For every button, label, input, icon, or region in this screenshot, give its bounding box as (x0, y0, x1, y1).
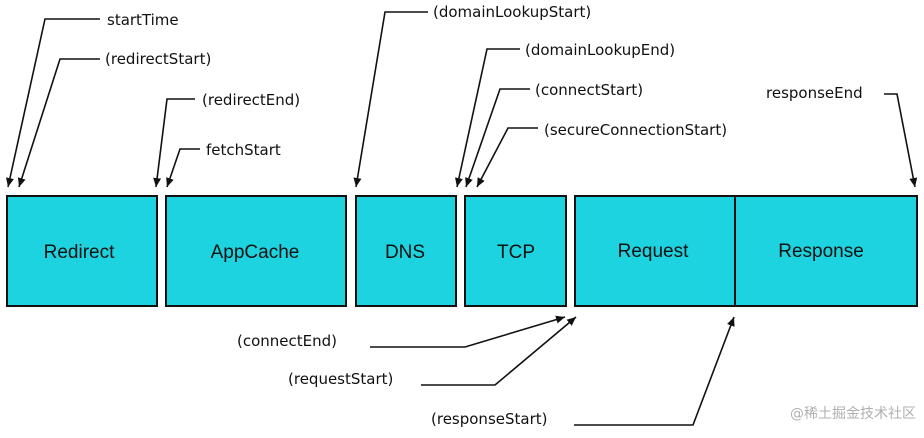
arrow-responsestart (574, 316, 735, 426)
event-label-requeststart: (requestStart) (288, 370, 393, 388)
arrow-connectend (370, 315, 566, 348)
dns-box (355, 195, 457, 307)
arrow-responseend (884, 93, 918, 188)
event-label-starttime: startTime (107, 11, 179, 29)
event-label-secureconnectionstart: (secureConnectionStart) (544, 121, 727, 139)
event-label-connectstart: (connectStart) (535, 81, 643, 99)
arrow-domainlookupstart (353, 11, 428, 188)
top-arrows (6, 11, 918, 188)
phase-labels: Redirect AppCache DNS TCP Request Respon… (44, 241, 864, 263)
phase-label-request: Request (618, 241, 689, 262)
watermark: @稀土掘金技术社区 (790, 406, 916, 422)
event-label-domainlookupstart: (domainLookupStart) (433, 3, 591, 21)
phase-label-dns: DNS (385, 242, 425, 263)
phase-label-redirect: Redirect (44, 242, 115, 263)
tcp-box (464, 195, 567, 307)
request-box (574, 195, 736, 307)
event-label-responseend: responseEnd (766, 84, 863, 102)
event-label-connectend: (connectEnd) (237, 332, 337, 350)
event-label-redirectstart: (redirectStart) (105, 50, 211, 68)
response-box (734, 195, 918, 307)
arrow-starttime (6, 18, 100, 188)
arrow-connectstart (465, 88, 530, 188)
event-label-fetchstart: fetchStart (206, 141, 281, 159)
arrow-redirectend (153, 98, 195, 188)
event-label-domainlookupend: (domainLookupEnd) (525, 41, 675, 59)
appcache-box (165, 195, 347, 307)
arrow-redirectstart (17, 58, 100, 188)
arrow-domainlookupend (455, 48, 520, 188)
phase-label-appcache: AppCache (211, 242, 300, 263)
event-label-redirectend: (redirectEnd) (202, 91, 300, 109)
arrow-fetchstart (166, 148, 200, 188)
redirect-box (6, 195, 158, 307)
phase-label-response: Response (778, 241, 864, 262)
arrow-requeststart (421, 316, 577, 386)
phase-boxes (6, 195, 918, 307)
arrow-secureconnectionstart (476, 127, 538, 188)
bottom-arrows (370, 315, 735, 426)
event-labels: startTime (redirectStart) (redirectEnd) … (105, 3, 863, 428)
event-label-responsestart: (responseStart) (431, 410, 547, 428)
phase-label-tcp: TCP (497, 242, 535, 263)
